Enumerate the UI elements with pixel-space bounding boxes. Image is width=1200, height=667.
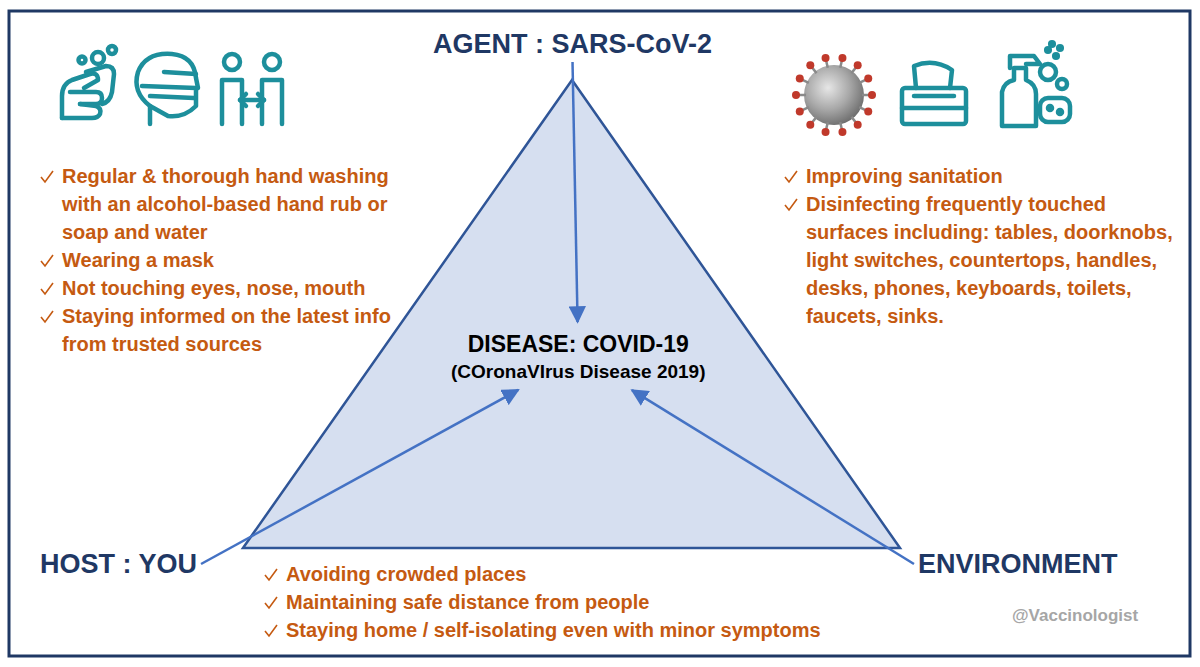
- spray-icon: [1002, 42, 1070, 126]
- check-stroke: [41, 283, 53, 294]
- check-mark: [40, 310, 54, 324]
- check-stroke: [41, 171, 53, 182]
- disease-box: DISEASE: COVID-19(COronaVIrus Disease 20…: [443, 326, 714, 388]
- virus-spike-tip: [796, 75, 804, 83]
- check-stroke: [265, 569, 277, 580]
- check-stroke: [265, 625, 277, 636]
- agent-label: AGENT : SARS-CoV-2: [433, 28, 712, 60]
- measure-text: Maintaining safe distance from people: [286, 591, 649, 613]
- measure-text: Regular & thorough hand washing with an …: [62, 165, 389, 243]
- tissue-box-icon: [902, 63, 966, 124]
- virus-spike-tip: [806, 61, 814, 69]
- mask-icon: [137, 54, 199, 124]
- node-text: DISEASE: COVID-19: [451, 330, 706, 359]
- node-text: HOST : YOU: [40, 548, 197, 580]
- host-label: HOST : YOU: [40, 548, 197, 580]
- check-mark: [264, 568, 278, 582]
- check-mark: [40, 170, 54, 184]
- checklist-item: Staying home / self-isolating even with …: [262, 616, 942, 644]
- checklist-item: Wearing a mask: [38, 246, 410, 274]
- distancing-icon: [222, 54, 282, 124]
- checklist-item: Regular & thorough hand washing with an …: [38, 162, 410, 246]
- host-measures: Regular & thorough hand washing with an …: [38, 162, 410, 358]
- arrow-connector: [573, 62, 578, 322]
- virus-spike-tip: [822, 128, 830, 136]
- checklist-item: Staying informed on the latest info from…: [38, 302, 410, 358]
- node-text: AGENT : SARS-CoV-2: [433, 28, 712, 60]
- measure-text: Staying informed on the latest info from…: [62, 305, 391, 355]
- frame: [9, 11, 1190, 656]
- virus-spike-tip: [864, 75, 872, 83]
- measure-text: Avoiding crowded places: [286, 563, 526, 585]
- check-mark: [40, 282, 54, 296]
- checklist-item: Disinfecting frequently touched surfaces…: [782, 190, 1174, 330]
- virus-icon: [792, 54, 876, 136]
- virus-spike-tip: [868, 91, 876, 99]
- hand-washing-icon: [62, 46, 116, 118]
- check-mark: [40, 254, 54, 268]
- measure-text: Improving sanitation: [806, 165, 1003, 187]
- check-stroke: [265, 597, 277, 608]
- virus-body: [804, 65, 864, 125]
- checklist-item: Not touching eyes, nose, mouth: [38, 274, 410, 302]
- virus-spike-tip: [854, 61, 862, 69]
- check-mark: [784, 170, 798, 184]
- checklist-item: Maintaining safe distance from people: [262, 588, 942, 616]
- environment-measures: Improving sanitationDisinfecting frequen…: [782, 162, 1174, 330]
- virus-spike-tip: [822, 54, 830, 62]
- environment-label: ENVIRONMENT: [918, 548, 1118, 580]
- virus-spike-tip: [792, 91, 800, 99]
- node-text: ENVIRONMENT: [918, 548, 1118, 580]
- node-text: (COronaVIrus Disease 2019): [451, 359, 706, 384]
- virus-spike-tip: [838, 128, 846, 136]
- arrow-connector: [632, 390, 914, 564]
- check-mark: [264, 596, 278, 610]
- check-mark: [784, 198, 798, 212]
- virus-spike-tip: [854, 121, 862, 129]
- check-stroke: [41, 255, 53, 266]
- virus-spike-tip: [838, 54, 846, 62]
- check-stroke: [41, 311, 53, 322]
- watermark: @Vaccinologist: [1012, 606, 1138, 626]
- measure-text: Not touching eyes, nose, mouth: [62, 277, 365, 299]
- measure-text: Staying home / self-isolating even with …: [286, 619, 821, 641]
- check-mark: [264, 624, 278, 638]
- checklist-item: Improving sanitation: [782, 162, 1174, 190]
- arrow-connector: [201, 390, 518, 564]
- distancing-measures: Avoiding crowded placesMaintaining safe …: [262, 560, 942, 644]
- checklist-item: Avoiding crowded places: [262, 560, 942, 588]
- measure-text: Wearing a mask: [62, 249, 214, 271]
- check-stroke: [785, 171, 797, 182]
- virus-spike-tip: [796, 107, 804, 115]
- check-stroke: [785, 199, 797, 210]
- measure-text: Disinfecting frequently touched surfaces…: [806, 193, 1173, 327]
- virus-spike-tip: [806, 121, 814, 129]
- virus-spike-tip: [864, 107, 872, 115]
